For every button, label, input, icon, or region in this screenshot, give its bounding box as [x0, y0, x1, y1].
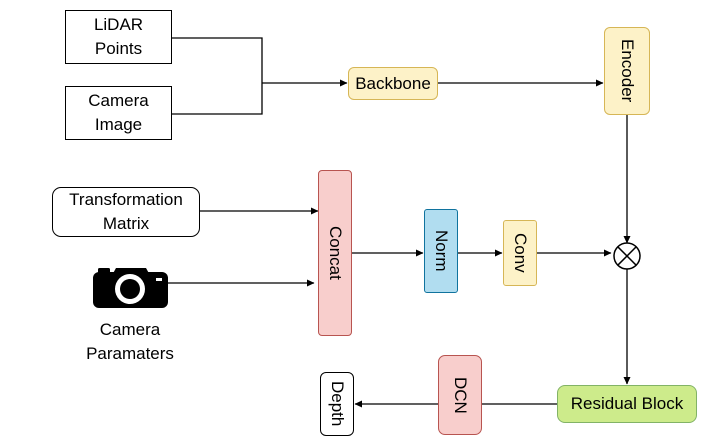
encoder-label: Encoder — [618, 39, 637, 103]
camera-image-label: Camera Image — [88, 91, 149, 134]
backbone-node: Backbone — [348, 67, 438, 100]
depth-box: Depth — [320, 372, 354, 436]
camera-parameters-label: Camera Paramaters — [86, 320, 174, 363]
concat-label: Concat — [326, 226, 345, 280]
conv-node: Conv — [503, 220, 537, 286]
lidar-points-box: LiDAR Points — [65, 10, 172, 64]
concat-node: Concat — [318, 170, 352, 336]
transformation-matrix-label: Transformation Matrix — [69, 190, 183, 233]
transformation-matrix-box: Transformation Matrix — [52, 187, 200, 237]
depth-label: Depth — [328, 381, 347, 427]
conv-label: Conv — [511, 233, 530, 273]
norm-node: Norm — [424, 209, 458, 293]
edge-lidar-merge — [172, 37, 263, 115]
lidar-points-label: LiDAR Points — [93, 15, 144, 58]
encoder-node: Encoder — [604, 27, 650, 115]
norm-label: Norm — [432, 230, 451, 272]
backbone-label: Backbone — [355, 73, 431, 93]
camera-image-box: Camera Image — [65, 86, 172, 140]
multiply-operator-icon — [613, 242, 641, 270]
camera-icon — [93, 268, 168, 308]
dcn-label: DCN — [451, 376, 470, 414]
dcn-node: DCN — [438, 355, 482, 435]
residual-block-label: Residual Block — [570, 394, 684, 413]
residual-block-node: Residual Block — [557, 385, 697, 423]
